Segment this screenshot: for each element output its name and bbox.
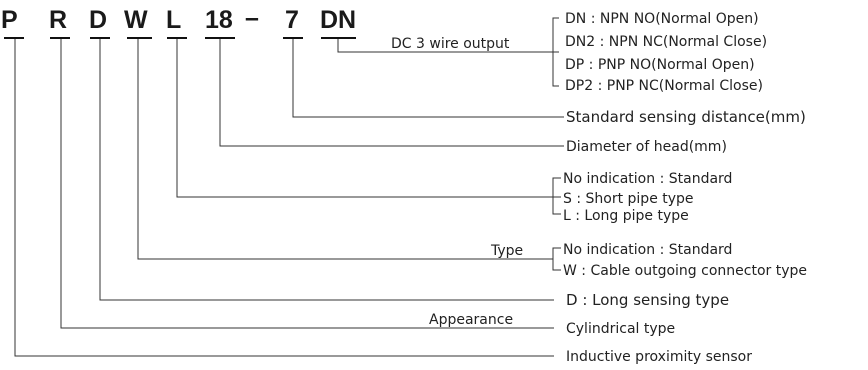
type-side-label: Type — [490, 243, 523, 259]
leader-distance — [292, 39, 564, 118]
type-option-cable: W : Cable outgoing connector type — [563, 263, 807, 279]
code-letter-w: W — [124, 6, 148, 34]
pipe-option-short: S : Short pipe type — [563, 191, 694, 207]
leader-type — [137, 39, 553, 260]
pipe-option-long: L : Long pipe type — [563, 208, 689, 224]
leader-diameter — [219, 39, 564, 147]
leader-sensing — [99, 39, 554, 301]
sensing-label: D : Long sensing type — [566, 291, 729, 309]
output-side-label: DC 3 wire output — [391, 36, 510, 52]
output-option-dn2: DN2 : NPN NC(Normal Close) — [565, 34, 767, 50]
code-letter-r: R — [49, 6, 67, 34]
type-option-standard: No indication : Standard — [563, 242, 732, 258]
bracket-type — [552, 247, 561, 271]
code-letter-p: P — [1, 6, 18, 34]
leader-output — [337, 39, 553, 53]
code-distance-7: 7 — [285, 6, 299, 34]
output-option-dp: DP : PNP NO(Normal Open) — [565, 57, 755, 73]
distance-label: Standard sensing distance(mm) — [566, 108, 806, 126]
code-letter-l: L — [166, 6, 181, 34]
diameter-label: Diameter of head(mm) — [566, 139, 727, 155]
output-option-dn: DN : NPN NO(Normal Open) — [565, 11, 759, 27]
code-dash: – — [245, 4, 259, 32]
appearance-label: Cylindrical type — [566, 321, 675, 337]
leader-product — [14, 39, 554, 357]
code-letter-d: D — [89, 6, 107, 34]
pipe-option-standard: No indication : Standard — [563, 171, 732, 187]
appearance-side-label: Appearance — [429, 312, 513, 328]
leader-pipe — [176, 39, 553, 198]
output-option-dp2: DP2 : PNP NC(Normal Close) — [565, 78, 763, 94]
code-size-18: 18 — [205, 6, 233, 34]
bracket-pipe — [552, 177, 561, 215]
code-output-dn: DN — [320, 6, 356, 34]
leader-appearance — [60, 39, 554, 329]
product-label: Inductive proximity sensor — [566, 349, 752, 365]
